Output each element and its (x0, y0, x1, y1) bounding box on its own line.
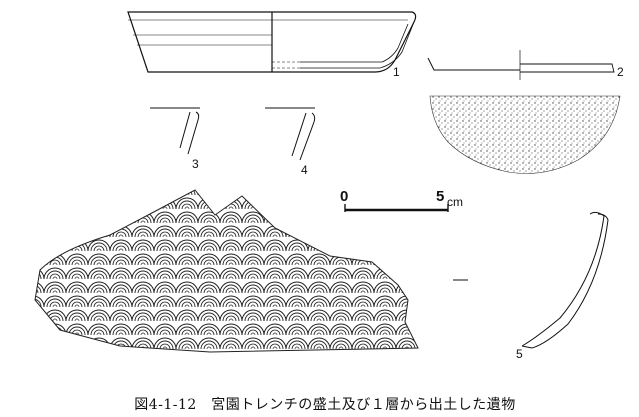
artifact-5-number: 5 (516, 347, 523, 361)
artifact-2-surface-view (429, 95, 621, 174)
artifact-5-drawing (521, 211, 609, 349)
scale-unit-label: cm (447, 195, 463, 209)
artifact-4-number: 4 (301, 163, 308, 177)
artifact-3-drawing (150, 107, 200, 155)
artifact-3-number: 3 (192, 157, 199, 171)
artifact-1-number: 1 (393, 65, 400, 79)
artifact-1-drawing (127, 11, 417, 73)
scale-end-label: 5 (436, 188, 444, 205)
artifact-2-drawing (427, 50, 615, 80)
scale-start-label: 0 (340, 188, 348, 205)
scale-bar: 0 5 cm (340, 188, 463, 212)
figure-caption: 図4-1-12 宮園トレンチの盛土及び１層から出土した遺物 (134, 397, 516, 413)
artifact-2-number: 2 (617, 65, 624, 79)
decorated-sherd (34, 189, 419, 353)
artifact-4-drawing (265, 107, 316, 161)
